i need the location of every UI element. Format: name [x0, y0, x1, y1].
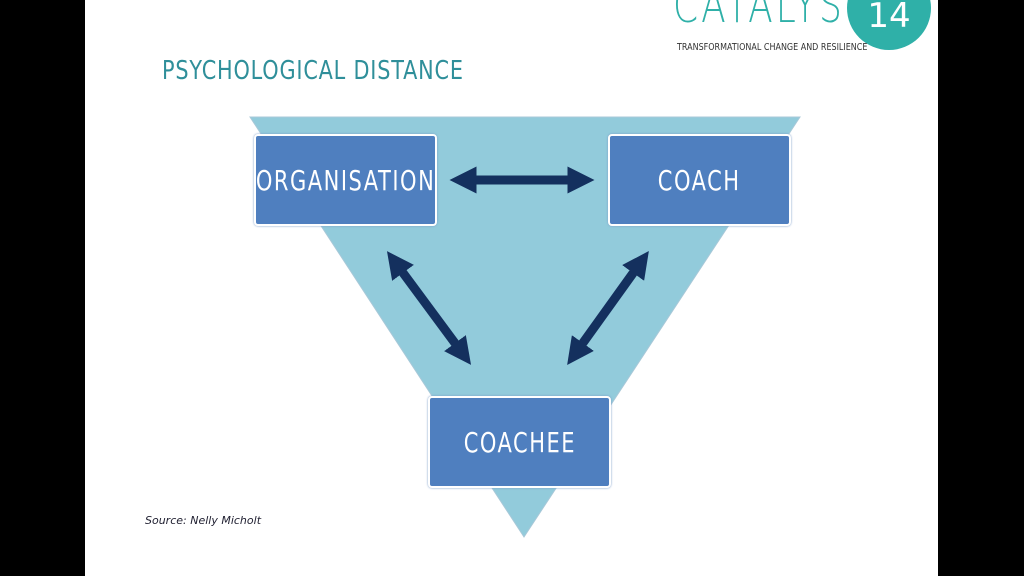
- box-label: COACHEE: [463, 425, 576, 459]
- logo-wordmark: CATALYST: [673, 0, 870, 34]
- slide-title: PSYCHOLOGICAL DISTANCE: [162, 56, 464, 86]
- diagram: [249, 116, 801, 538]
- box-coachee: COACHEE: [428, 396, 611, 488]
- box-coach: COACH: [608, 134, 791, 226]
- box-label: COACH: [658, 163, 741, 197]
- box-label: ORGANISATION: [255, 163, 436, 197]
- slide: CATALYST 14 TRANSFORMATIONAL CHANGE AND …: [85, 0, 938, 576]
- arrow-organisation-coachee: [386, 251, 472, 365]
- arrow-coach-coachee: [567, 251, 649, 365]
- source-citation: Source: Nelly Micholt: [145, 514, 262, 527]
- box-organisation: ORGANISATION: [254, 134, 437, 226]
- logo-tagline: TRANSFORMATIONAL CHANGE AND RESILIENCE: [677, 42, 868, 53]
